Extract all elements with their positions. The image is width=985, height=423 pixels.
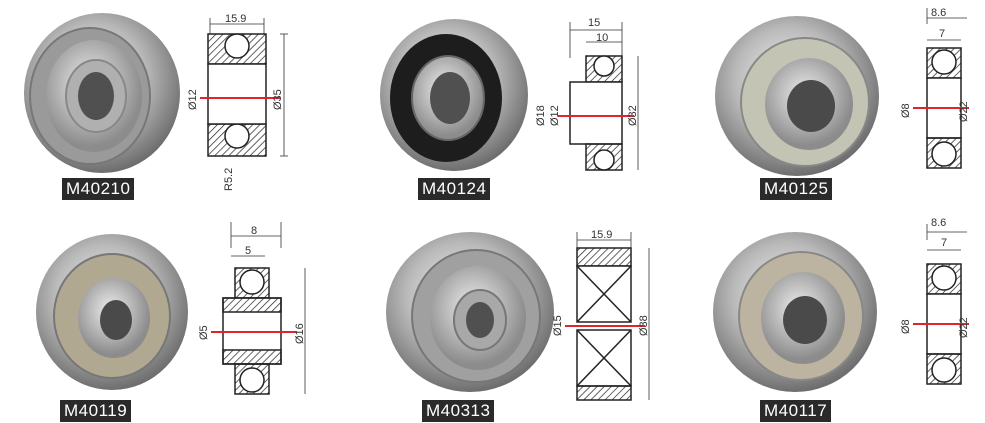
dim-bore: Ø12: [549, 105, 561, 126]
model-label: M40124: [418, 178, 491, 200]
bearing-photo: [380, 19, 528, 171]
dim-inner-width: 10: [596, 32, 608, 44]
dim-bore: Ø8: [900, 103, 912, 118]
dim-width: 15.9: [591, 229, 612, 241]
model-label: M40210: [62, 178, 135, 200]
bearing-drawing: 8.6 7 Ø8 Ø22: [900, 7, 970, 169]
dim-width: 15.9: [225, 13, 246, 25]
dim-width: 8.6: [931, 7, 946, 19]
dim-bore: Ø12: [187, 89, 199, 110]
model-label: M40125: [760, 178, 833, 200]
dim-radius: R5.2: [223, 168, 235, 191]
dim-inner-width: 7: [941, 237, 947, 249]
bearing-card-m40210: 15.9 Ø35 Ø12 R5.2 M40210: [0, 0, 320, 210]
dim-bore: Ø8: [900, 319, 912, 334]
dim-bore: Ø15: [552, 315, 564, 336]
model-label: M40313: [422, 400, 495, 422]
dim-outer: Ø16: [294, 323, 306, 344]
bearing-photo: [24, 13, 180, 173]
bearing-drawing: 15 10 Ø32 Ø18 Ø12: [535, 17, 639, 171]
bearing-photo: [386, 232, 554, 392]
bearing-drawing: 15.9 Ø38 Ø15: [552, 229, 650, 401]
dim-width: 15: [588, 17, 600, 29]
dim-outer: Ø22: [958, 317, 970, 338]
bearing-drawing: 15.9 Ø35 Ø12 R5.2: [187, 13, 288, 191]
dim-width: 8: [251, 225, 257, 237]
bearing-photo: [36, 234, 188, 390]
dim-shoulder: Ø18: [535, 105, 547, 126]
model-label: M40117: [760, 400, 832, 422]
dim-outer: Ø22: [958, 101, 970, 122]
dim-bore: Ø5: [198, 325, 210, 340]
dim-outer: Ø32: [627, 105, 639, 126]
bearing-card-m40125: 8.6 7 Ø8 Ø22 M40125: [665, 0, 985, 210]
bearing-photo: [715, 16, 879, 176]
dim-width: 8.6: [931, 217, 946, 229]
dim-inner-width: 7: [939, 28, 945, 40]
bearing-drawing: 8.6 7 Ø8 Ø22: [900, 217, 970, 385]
bearing-card-m40124: 15 10 Ø32 Ø18 Ø12 M40124: [330, 0, 650, 210]
bearing-card-m40119: 8 5 Ø16 Ø5 M40119: [0, 212, 320, 422]
bearing-card-m40117: 8.6 7 Ø8 Ø22 M40117: [665, 212, 985, 422]
bearing-card-m40313: 15.9 Ø38 Ø15 M40313: [330, 212, 650, 422]
dim-inner-width: 5: [245, 245, 251, 257]
model-label: M40119: [60, 400, 132, 422]
bearing-drawing: 8 5 Ø16 Ø5: [198, 222, 306, 395]
dim-outer: Ø35: [272, 89, 284, 110]
bearing-photo: [713, 232, 877, 392]
dim-outer: Ø38: [638, 315, 650, 336]
